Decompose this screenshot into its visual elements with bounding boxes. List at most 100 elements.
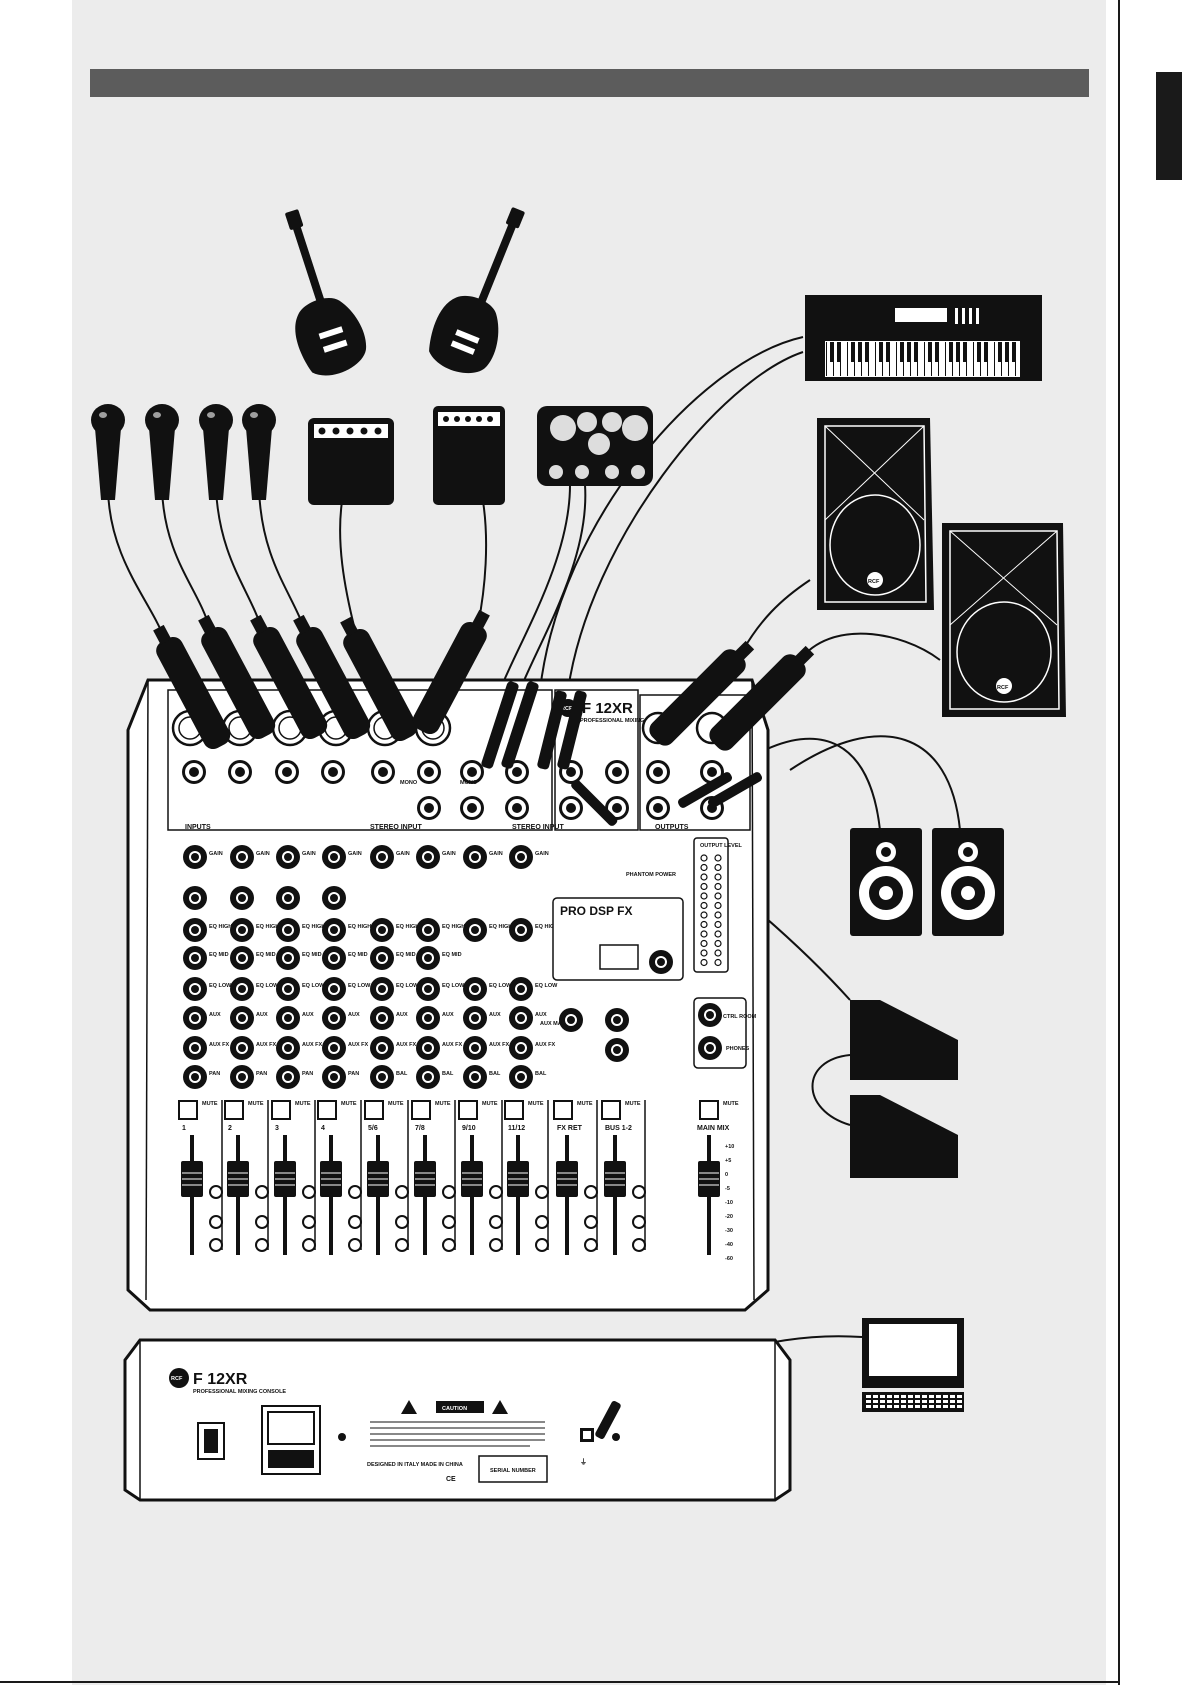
cable-fx-1 — [499, 484, 571, 691]
main-mix-mute-button[interactable] — [699, 1100, 719, 1120]
line-input-jack[interactable] — [460, 796, 484, 820]
channel-aux-knob[interactable] — [509, 1006, 533, 1030]
channel-gain-knob[interactable] — [276, 845, 300, 869]
channel-eq-high-knob[interactable] — [370, 918, 394, 942]
channel-eq-mid-knob[interactable] — [322, 946, 346, 970]
channel-gain-knob[interactable] — [463, 845, 487, 869]
line-input-jack[interactable] — [228, 760, 252, 784]
channel-eq-low-knob[interactable] — [509, 977, 533, 1001]
line-input-jack[interactable] — [321, 760, 345, 784]
channel-gain-knob[interactable] — [322, 845, 346, 869]
knob-label: GAIN — [535, 851, 549, 857]
line-input-jack[interactable] — [182, 760, 206, 784]
channel-gain-knob[interactable] — [509, 845, 533, 869]
channel-eq-high-knob[interactable] — [183, 918, 207, 942]
channel-eq-low-knob[interactable] — [183, 977, 207, 1001]
channel-eq-high-knob[interactable] — [416, 918, 440, 942]
channel-gain-knob[interactable] — [230, 845, 254, 869]
channel-aux-fx-knob[interactable] — [230, 1036, 254, 1060]
channel-pan-knob[interactable] — [322, 1065, 346, 1089]
channel-eq-low-knob[interactable] — [370, 977, 394, 1001]
channel-aux-fx-knob[interactable] — [370, 1036, 394, 1060]
channel-comp-knob[interactable] — [183, 886, 207, 910]
channel-eq-high-knob[interactable] — [509, 918, 533, 942]
channel-eq-low-knob[interactable] — [276, 977, 300, 1001]
channel-eq-mid-knob[interactable] — [416, 946, 440, 970]
channel-aux-fx-knob[interactable] — [276, 1036, 300, 1060]
power-switch-icon[interactable] — [197, 1422, 225, 1460]
channel-eq-mid-knob[interactable] — [370, 946, 394, 970]
line-input-jack[interactable] — [505, 796, 529, 820]
channel-pan-knob[interactable] — [370, 1065, 394, 1089]
line-input-jack[interactable] — [417, 796, 441, 820]
channel-comp-knob[interactable] — [276, 886, 300, 910]
channel-aux-fx-knob[interactable] — [416, 1036, 440, 1060]
mute-button[interactable] — [553, 1100, 573, 1120]
channel-eq-low-knob[interactable] — [322, 977, 346, 1001]
channel-eq-high-knob[interactable] — [463, 918, 487, 942]
channel-eq-low-knob[interactable] — [416, 977, 440, 1001]
line-input-jack[interactable] — [605, 760, 629, 784]
channel-pan-knob[interactable] — [509, 1065, 533, 1089]
channel-gain-knob[interactable] — [183, 845, 207, 869]
channel-aux-fx-knob[interactable] — [183, 1036, 207, 1060]
channel-aux-fx-knob[interactable] — [322, 1036, 346, 1060]
knob-label: AUX — [209, 1012, 221, 1018]
aux1-master-knob[interactable] — [559, 1008, 583, 1032]
mute-button[interactable] — [601, 1100, 621, 1120]
aux2-master-knob[interactable] — [605, 1008, 629, 1032]
knob-label: AUX FX — [396, 1042, 417, 1048]
mute-button[interactable] — [178, 1100, 198, 1120]
channel-pan-knob[interactable] — [230, 1065, 254, 1089]
fader-scale-label: -10 — [725, 1200, 733, 1206]
mute-button[interactable] — [364, 1100, 384, 1120]
line-input-jack[interactable] — [275, 760, 299, 784]
knob-label: AUX FX — [535, 1042, 556, 1048]
channel-eq-mid-knob[interactable] — [183, 946, 207, 970]
channel-aux-knob[interactable] — [322, 1006, 346, 1030]
channel-pan-knob[interactable] — [416, 1065, 440, 1089]
channel-eq-high-knob[interactable] — [230, 918, 254, 942]
mute-button[interactable] — [317, 1100, 337, 1120]
channel-pan-knob[interactable] — [183, 1065, 207, 1089]
line-input-jack[interactable] — [646, 796, 670, 820]
mute-label: MUTE — [435, 1101, 451, 1107]
channel-pan-knob[interactable] — [463, 1065, 487, 1089]
line-input-jack[interactable] — [646, 760, 670, 784]
channel-aux-fx-knob[interactable] — [509, 1036, 533, 1060]
channel-pan-knob[interactable] — [276, 1065, 300, 1089]
channel-aux-knob[interactable] — [416, 1006, 440, 1030]
guitar-amp-icon — [433, 406, 505, 505]
ctrl-room-label: CTRL ROOM — [723, 1014, 757, 1020]
line-input-jack[interactable] — [417, 760, 441, 784]
line-input-jack[interactable] — [371, 760, 395, 784]
mute-button[interactable] — [458, 1100, 478, 1120]
channel-aux-knob[interactable] — [230, 1006, 254, 1030]
channel-comp-knob[interactable] — [230, 886, 254, 910]
section-tab — [1156, 72, 1182, 180]
channel-aux-knob[interactable] — [370, 1006, 394, 1030]
channel-aux-knob[interactable] — [463, 1006, 487, 1030]
channel-aux-fx-knob[interactable] — [463, 1036, 487, 1060]
channel-eq-low-knob[interactable] — [463, 977, 487, 1001]
mute-button[interactable] — [504, 1100, 524, 1120]
channel-eq-mid-knob[interactable] — [276, 946, 300, 970]
mute-button[interactable] — [411, 1100, 431, 1120]
knob-label: GAIN — [209, 851, 223, 857]
channel-comp-knob[interactable] — [322, 886, 346, 910]
mute-button[interactable] — [271, 1100, 291, 1120]
channel-gain-knob[interactable] — [416, 845, 440, 869]
ctrl-room-knob[interactable] — [698, 1003, 722, 1027]
channel-gain-knob[interactable] — [370, 845, 394, 869]
channel-eq-mid-knob[interactable] — [230, 946, 254, 970]
fx-master-knob[interactable] — [605, 1038, 629, 1062]
channel-aux-knob[interactable] — [183, 1006, 207, 1030]
channel-aux-knob[interactable] — [276, 1006, 300, 1030]
channel-eq-high-knob[interactable] — [322, 918, 346, 942]
channel-eq-low-knob[interactable] — [230, 977, 254, 1001]
line-input-jack[interactable] — [559, 796, 583, 820]
channel-eq-high-knob[interactable] — [276, 918, 300, 942]
knob-label: EQ HIGH — [256, 924, 279, 930]
mute-button[interactable] — [224, 1100, 244, 1120]
phones-knob[interactable] — [698, 1036, 722, 1060]
